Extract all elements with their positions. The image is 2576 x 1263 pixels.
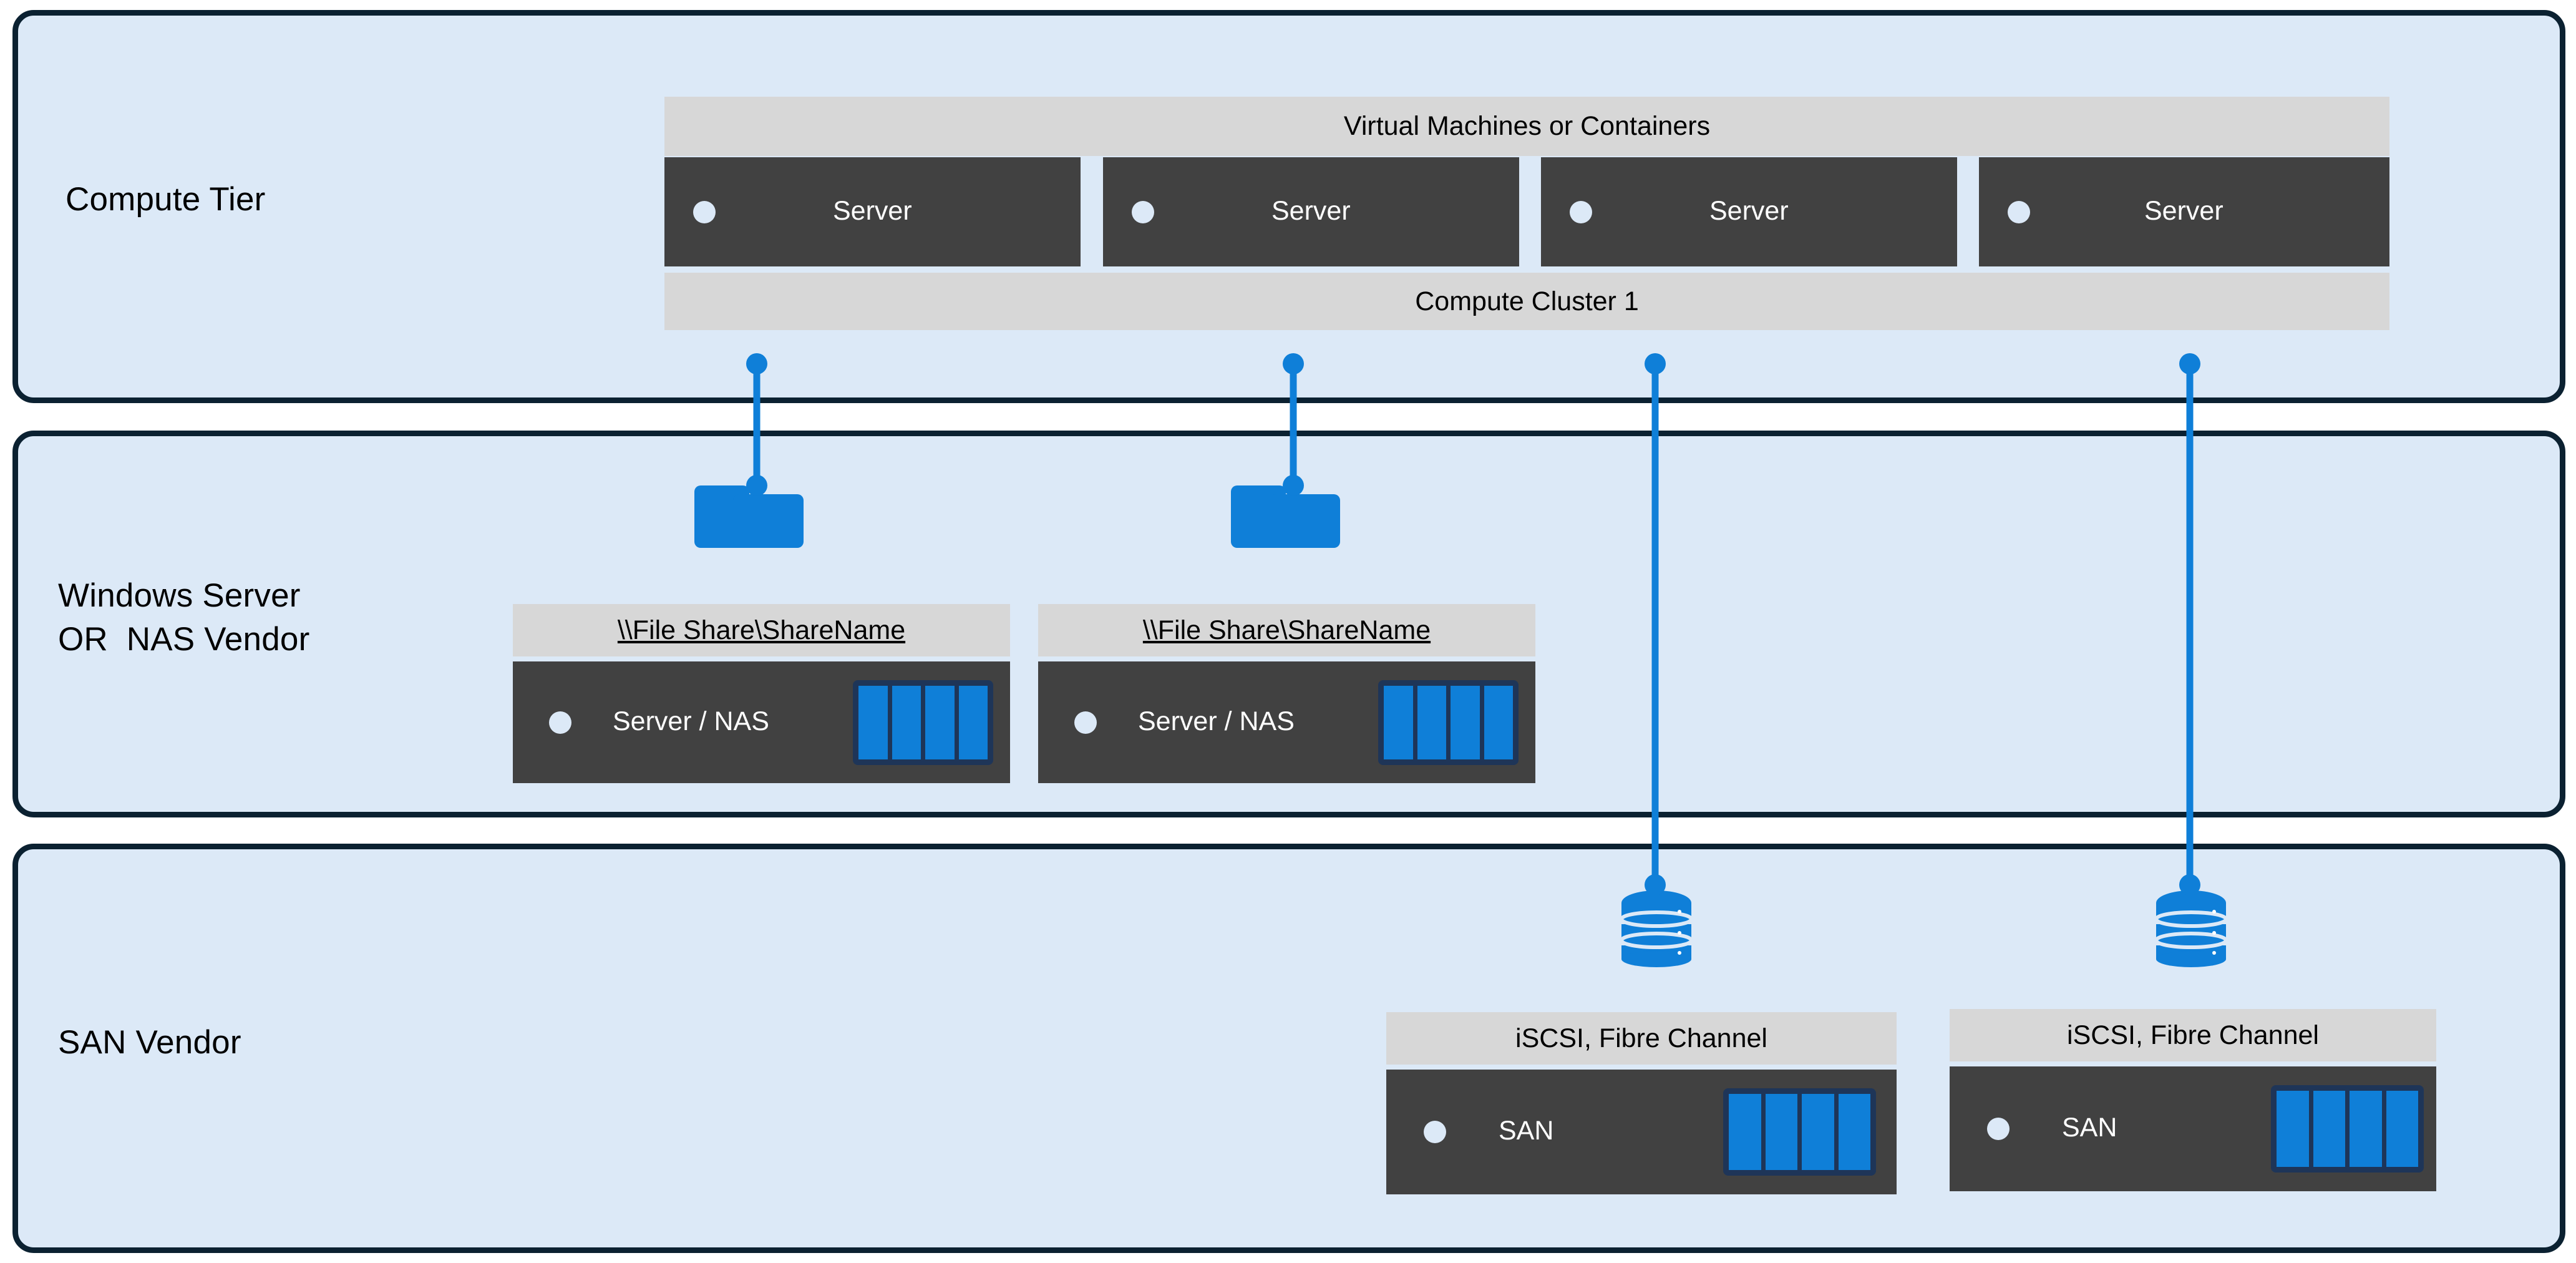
disk-bay-group xyxy=(853,680,993,765)
status-indicator-icon xyxy=(549,711,571,734)
fileshare-cap-text-2: \\File Share\ShareName xyxy=(1142,615,1431,645)
disk-bay xyxy=(1802,1094,1834,1170)
fileshare-cap-1: \\File Share\ShareName xyxy=(513,604,1010,656)
san-cap-text-1: iSCSI, Fibre Channel xyxy=(1515,1023,1767,1053)
san-box-1[interactable]: SAN xyxy=(1386,1070,1897,1194)
fileshare-cap-text-1: \\File Share\ShareName xyxy=(617,615,906,645)
folder-icon xyxy=(1231,485,1340,548)
disk-bay xyxy=(958,686,988,759)
server-label-1: Server xyxy=(833,196,912,226)
status-indicator-icon xyxy=(2008,201,2030,223)
disk-bay-group xyxy=(1378,680,1519,765)
san-box-2[interactable]: SAN xyxy=(1950,1066,2436,1191)
status-indicator-icon xyxy=(1570,201,1592,223)
san-cap-2: iSCSI, Fibre Channel xyxy=(1950,1009,2436,1061)
database-icon xyxy=(1620,890,1693,967)
compute-footer-band: Compute Cluster 1 xyxy=(664,273,2389,330)
san-label-1: SAN xyxy=(1499,1116,1554,1146)
tier-label-san: SAN Vendor xyxy=(58,1024,241,1061)
disk-bay xyxy=(1384,686,1413,759)
status-indicator-icon xyxy=(693,201,716,223)
server-box-1[interactable]: Server xyxy=(664,157,1081,266)
disk-bay xyxy=(1765,1094,1797,1170)
disk-bay-group xyxy=(1723,1088,1876,1176)
nas-box-1[interactable]: Server / NAS xyxy=(513,661,1010,783)
disk-bay xyxy=(925,686,955,759)
server-label-2: Server xyxy=(1271,196,1351,226)
san-label-2: SAN xyxy=(2062,1113,2117,1143)
nas-label-1: Server / NAS xyxy=(613,706,769,736)
compute-header-band: Virtual Machines or Containers xyxy=(664,97,2389,156)
database-icon xyxy=(2154,890,2228,967)
server-box-2[interactable]: Server xyxy=(1103,157,1519,266)
tier-label-fileshare: Windows Server OR NAS Vendor xyxy=(58,577,310,658)
status-indicator-icon xyxy=(1074,711,1097,734)
disk-bay xyxy=(1838,1094,1870,1170)
disk-bay xyxy=(1417,686,1446,759)
folder-icon xyxy=(694,485,804,548)
disk-bay xyxy=(1484,686,1513,759)
disk-bay xyxy=(858,686,888,759)
compute-footer-text: Compute Cluster 1 xyxy=(1415,286,1639,316)
disk-bay xyxy=(1729,1094,1761,1170)
server-box-4[interactable]: Server xyxy=(1979,157,2389,266)
disk-bay xyxy=(2386,1091,2418,1167)
nas-box-2[interactable]: Server / NAS xyxy=(1038,661,1535,783)
tier-label-compute: Compute Tier xyxy=(66,181,266,218)
server-box-3[interactable]: Server xyxy=(1541,157,1957,266)
fileshare-cap-2: \\File Share\ShareName xyxy=(1038,604,1535,656)
disk-bay-group xyxy=(2271,1085,2424,1173)
nas-label-2: Server / NAS xyxy=(1138,706,1295,736)
status-indicator-icon xyxy=(1132,201,1154,223)
disk-bay xyxy=(1451,686,1480,759)
disk-bay xyxy=(2313,1091,2345,1167)
server-label-4: Server xyxy=(2144,196,2224,226)
status-indicator-icon xyxy=(1987,1118,2010,1140)
server-label-3: Server xyxy=(1709,196,1789,226)
disk-bay xyxy=(892,686,921,759)
status-indicator-icon xyxy=(1424,1121,1446,1143)
san-cap-text-2: iSCSI, Fibre Channel xyxy=(2067,1020,2319,1050)
disk-bay xyxy=(2277,1091,2309,1167)
san-cap-1: iSCSI, Fibre Channel xyxy=(1386,1012,1897,1065)
compute-header-text: Virtual Machines or Containers xyxy=(1343,111,1711,141)
disk-bay xyxy=(2350,1091,2382,1167)
